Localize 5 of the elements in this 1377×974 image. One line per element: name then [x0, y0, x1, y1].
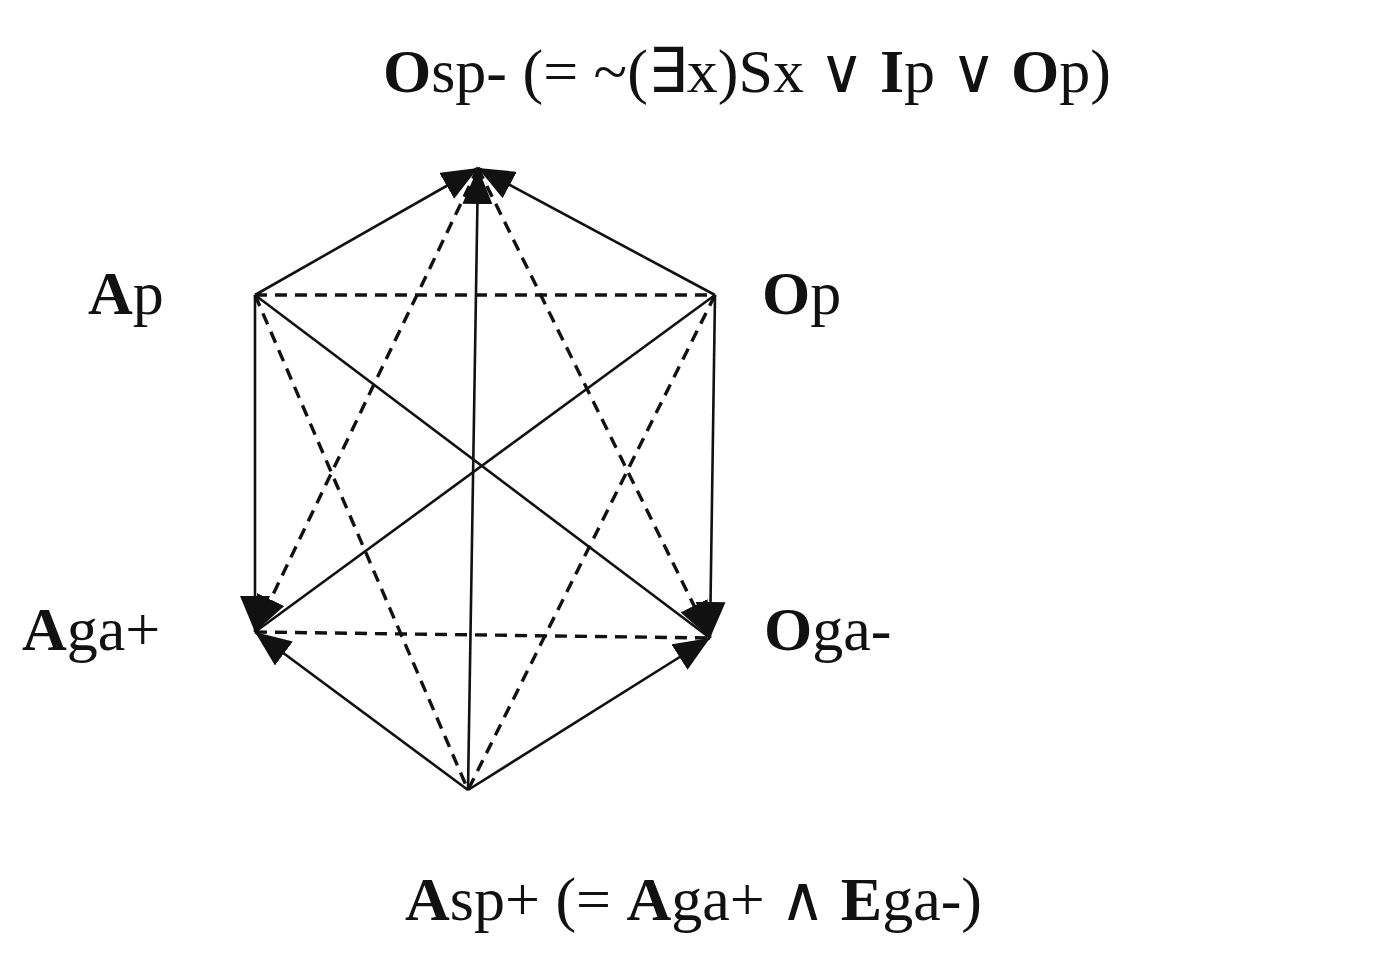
arrow	[477, 166, 716, 297]
connector-line	[466, 294, 717, 791]
arrow	[240, 295, 270, 632]
arrow	[467, 636, 711, 792]
arrow	[695, 295, 726, 638]
